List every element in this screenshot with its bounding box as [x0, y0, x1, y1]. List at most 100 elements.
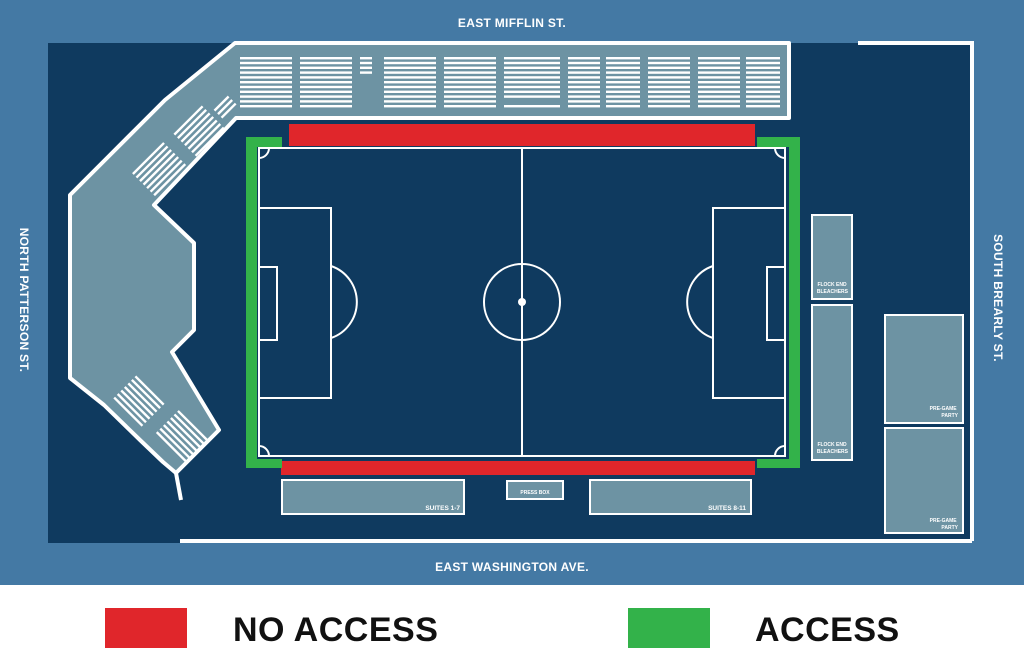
seat-row — [187, 119, 218, 150]
seat-row — [504, 57, 560, 60]
flock-end-bleachers-top — [811, 214, 853, 300]
seat-row — [746, 95, 780, 98]
seat-row — [173, 105, 204, 136]
seat-row — [568, 76, 600, 79]
seat-row — [698, 81, 740, 84]
seat-row — [568, 57, 600, 60]
seat-row — [648, 90, 690, 93]
seat-row — [384, 57, 436, 60]
seat-row — [177, 410, 210, 443]
seat-row — [300, 71, 352, 74]
seat-row — [568, 100, 600, 103]
seat-row — [155, 431, 189, 465]
seat-row — [648, 85, 690, 89]
seat-row — [648, 66, 690, 69]
seat-row — [504, 95, 560, 98]
seat-row — [698, 66, 740, 69]
seat-row — [180, 112, 211, 143]
seat-row — [444, 100, 496, 103]
seat-row — [504, 61, 560, 65]
street-label-west: NORTH PATTERSON ST. — [17, 228, 31, 373]
seat-row — [300, 95, 352, 98]
seat-row — [568, 71, 600, 74]
seat-row — [240, 66, 292, 69]
seat-row — [360, 71, 372, 74]
seat-row — [698, 57, 740, 60]
legend-swatch-no-access — [105, 608, 187, 648]
seat-row — [300, 61, 352, 65]
seat-row — [444, 105, 496, 108]
seat-row — [139, 149, 172, 182]
seat-row — [300, 66, 352, 69]
seat-row — [113, 396, 144, 427]
seat-row — [746, 71, 780, 74]
seat-row — [360, 61, 372, 65]
suites-8-11 — [589, 479, 752, 515]
seat-row — [698, 105, 740, 108]
seat-row — [384, 76, 436, 79]
seat-row — [698, 95, 740, 98]
seat-row — [300, 85, 352, 89]
seat-row — [166, 420, 200, 454]
seat-row — [504, 81, 560, 84]
seat-row — [444, 90, 496, 93]
seat-row — [698, 90, 740, 93]
street-label-north: EAST MIFFLIN ST. — [458, 16, 566, 30]
seat-row — [300, 76, 352, 79]
seat-row — [130, 379, 161, 410]
pre-game-party-bottom — [884, 427, 964, 534]
seat-row — [568, 85, 600, 89]
seat-row — [504, 66, 560, 69]
seat-row — [240, 81, 292, 84]
seat-row — [191, 123, 222, 154]
seat-row — [240, 90, 292, 93]
seat-row — [444, 81, 496, 84]
seat-row — [444, 76, 496, 79]
seat-row — [194, 126, 225, 157]
seat-row — [384, 95, 436, 98]
seat-row — [504, 105, 560, 108]
seat-row — [240, 76, 292, 79]
legend-swatch-access — [628, 608, 710, 648]
seat-row — [300, 90, 352, 93]
seat-row — [444, 71, 496, 74]
seat-row — [648, 76, 690, 79]
seat-row — [648, 71, 690, 74]
seat-row — [606, 90, 640, 93]
seat-row — [606, 71, 640, 74]
seat-row — [746, 66, 780, 69]
seat-row — [384, 66, 436, 69]
seat-row — [746, 105, 780, 108]
seat-row — [606, 57, 640, 60]
seat-row — [568, 81, 600, 84]
seat-row — [360, 66, 372, 69]
seat-row — [698, 85, 740, 89]
seat-row — [240, 57, 292, 60]
press-box-label: PRESS BOX — [520, 490, 550, 496]
corner-stand-rows — [113, 95, 237, 465]
seat-row — [240, 71, 292, 74]
seat-row — [648, 105, 690, 108]
seat-row — [240, 85, 292, 89]
seat-row — [746, 81, 780, 84]
seat-row — [220, 102, 237, 119]
seat-row — [648, 100, 690, 103]
seat-row — [698, 76, 740, 79]
seat-row — [568, 95, 600, 98]
seat-row — [384, 100, 436, 103]
seat-row — [135, 145, 169, 179]
seat-row — [606, 61, 640, 65]
flock-end-bleachers-top-label: FLOCK END BLEACHERS — [817, 282, 849, 295]
seat-row — [170, 417, 203, 450]
seat-row — [384, 85, 436, 89]
seat-row — [300, 81, 352, 84]
seat-row — [606, 105, 640, 108]
seat-row — [120, 389, 151, 420]
legend-label-access: ACCESS — [755, 611, 900, 649]
pre-game-party-top — [884, 314, 964, 424]
seat-row — [648, 61, 690, 65]
seat-row — [698, 71, 740, 74]
seat-row — [444, 85, 496, 89]
seat-row — [746, 61, 780, 65]
